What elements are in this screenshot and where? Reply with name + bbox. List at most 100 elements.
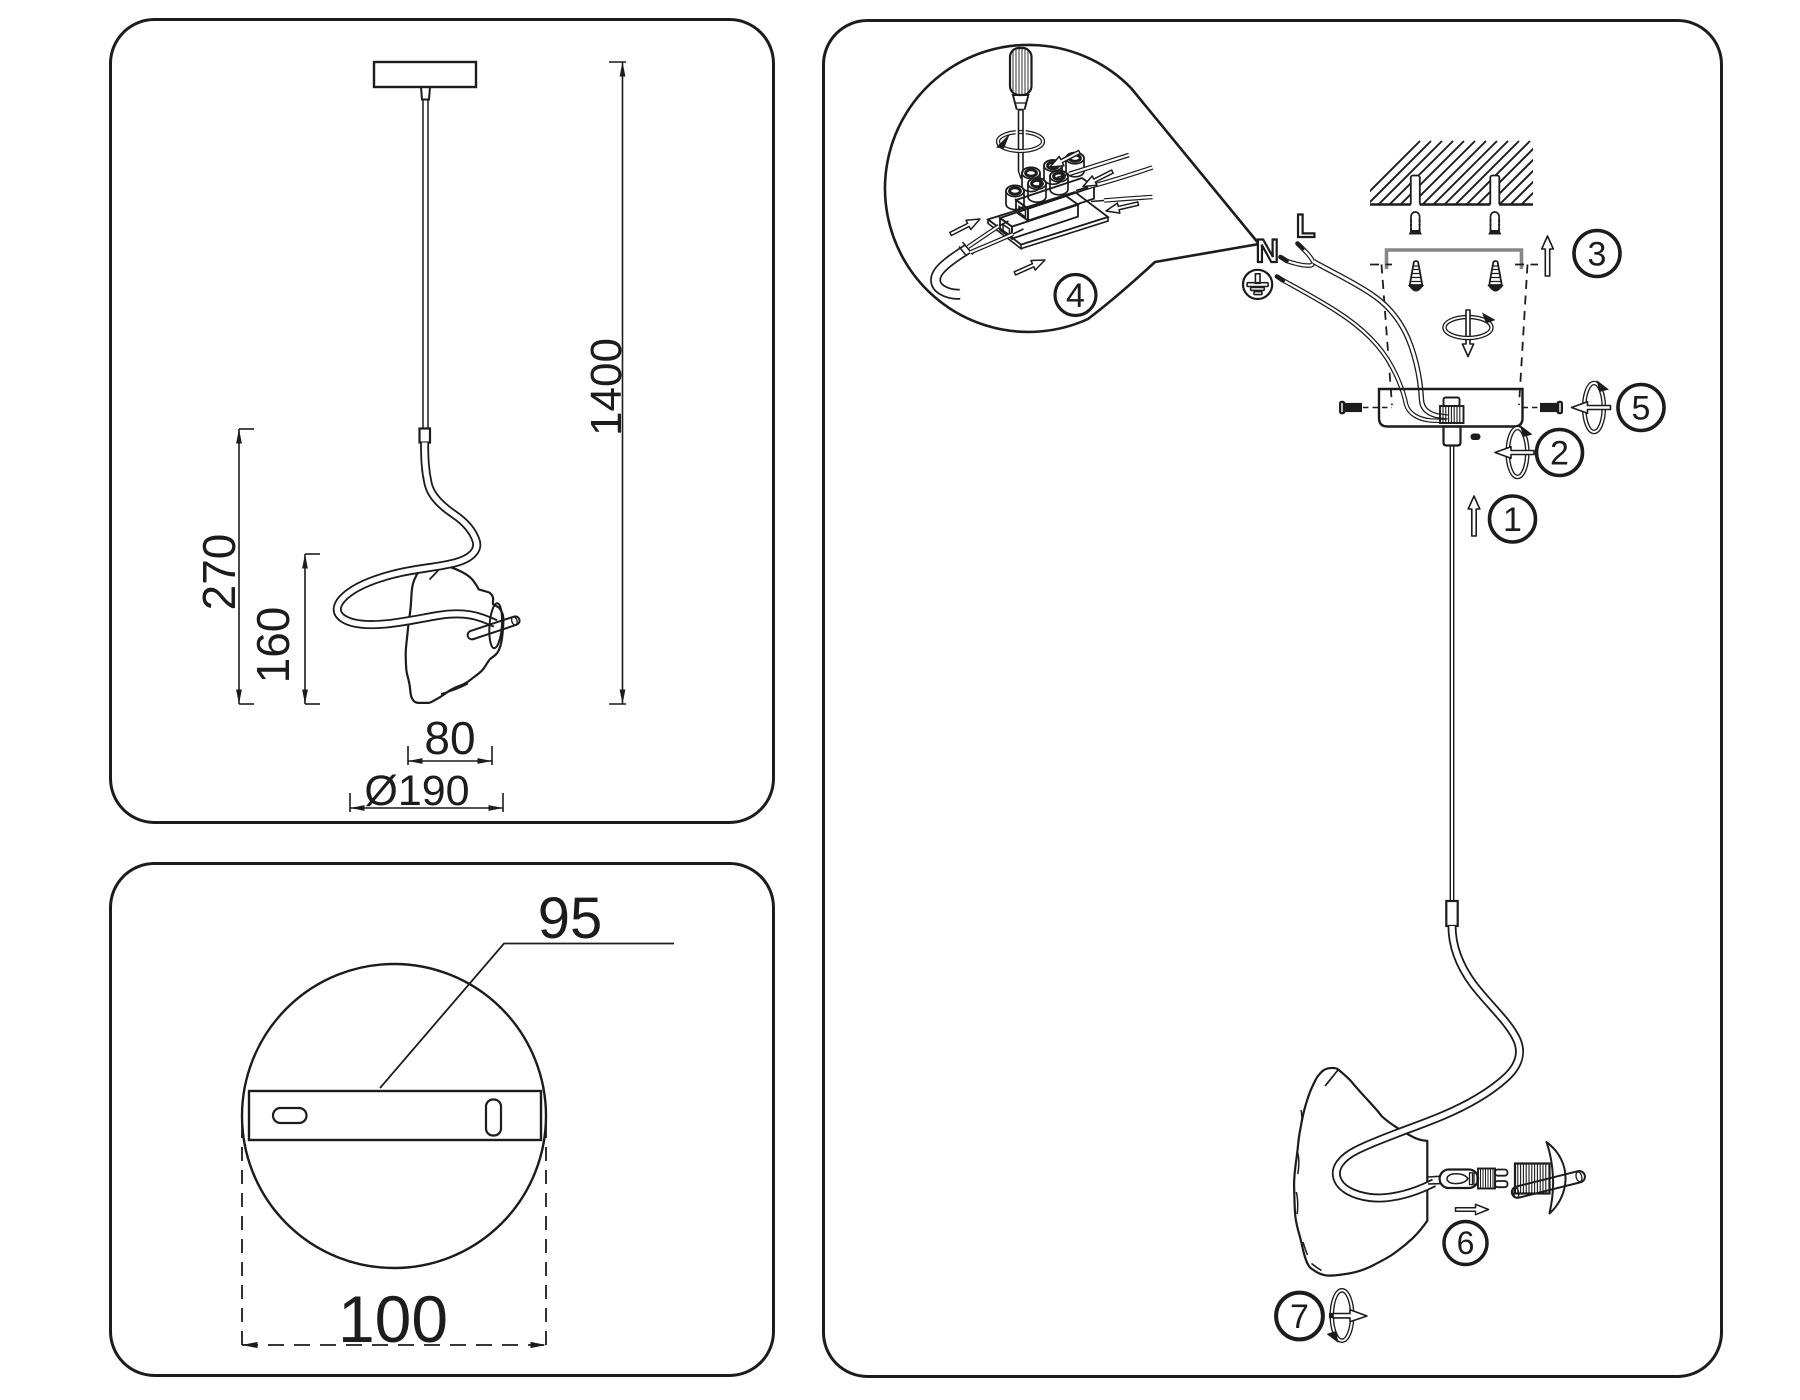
terminal-screws-front-row [1005, 169, 1069, 211]
dimension-hole-spacing: 100 [241, 1124, 547, 1356]
step-3-number: 3 [1588, 236, 1607, 274]
step-6-arrow-right [1454, 1203, 1490, 1216]
step-6-number: 6 [1457, 1225, 1475, 1261]
dimension-overall-height-label: 1400 [582, 338, 631, 436]
wire-insert-arrow-4 [947, 213, 984, 240]
wall-anchor-left [1407, 211, 1423, 236]
set-screw [1470, 433, 1481, 440]
cord-grip [1439, 405, 1465, 424]
dimension-shade-top-width-label: 80 [424, 712, 475, 764]
cable-sleeve [1445, 899, 1459, 928]
install-spiral-tube [1331, 925, 1524, 1203]
panel-install-border [822, 19, 1723, 1378]
plate-slot-right [484, 1098, 503, 1137]
suspension-cable [1449, 445, 1455, 901]
dimension-shade-top-width: 80 [407, 712, 493, 765]
bracket-screw-left [1406, 260, 1426, 293]
wire-tip-live [1295, 241, 1305, 251]
suspension-rod [422, 98, 429, 430]
dimension-shade-diameter-label: Ø190 [364, 767, 469, 815]
ground-symbol-icon [1241, 268, 1274, 301]
bracket-screw-right [1486, 260, 1505, 293]
panel-installation-steps: 3 [822, 19, 1723, 1378]
panel-canopy-border [109, 862, 775, 1377]
step-2-rotate-icon [1495, 425, 1534, 477]
step-1-badge: 1 [1487, 494, 1538, 544]
dimension-shade-height-label: 160 [247, 607, 299, 684]
canopy-circle [240, 962, 548, 1270]
wire-insert-arrow-5 [1011, 254, 1048, 279]
screwdriver-rotate-icon [995, 109, 1046, 180]
wire-tip-earth [1274, 274, 1286, 283]
drill-hole-left [1409, 174, 1421, 205]
canopy-side-screw-left [1338, 400, 1363, 415]
install-canopy [1377, 387, 1524, 447]
dimension-fixture-height: 270 [193, 428, 254, 705]
socket-cross-rod [1510, 1170, 1586, 1199]
step-4-badge: 4 [1053, 272, 1098, 318]
dimension-shade-height: 160 [247, 553, 320, 705]
rock-shade [404, 563, 505, 704]
wiring-detail-bubble: 4 [883, 43, 1261, 334]
step-1-arrow-up [1467, 495, 1481, 537]
step-1-number: 1 [1503, 501, 1522, 539]
ceiling-hatching [1370, 140, 1533, 204]
dimension-plate-length-label: 95 [538, 886, 603, 951]
canopy-stem [419, 86, 432, 101]
wire-live-label: L [1296, 208, 1316, 244]
fixture-cable [930, 220, 1024, 300]
cord-grip-nut [1442, 396, 1461, 407]
rock-crease-bottom [440, 682, 469, 695]
panel-dimension-drawing: 1400 270 160 80 [109, 18, 775, 824]
wall-anchor-right [1487, 211, 1503, 236]
screwdriver [1008, 46, 1033, 111]
step-3-arrow-up [1540, 235, 1555, 277]
canopy-side-screw-right [1539, 400, 1564, 415]
step-5-number: 5 [1632, 390, 1651, 428]
ceiling-section [1370, 140, 1533, 236]
rotate-down-arrow [1461, 309, 1475, 358]
step-3-badge: 3 [1572, 228, 1622, 279]
step-5-rotate-icon [1572, 380, 1611, 432]
supply-wires [1274, 241, 1449, 424]
bulb-pin-block [1477, 1167, 1496, 1190]
dimension-overall-height: 1400 [582, 61, 631, 705]
canopy-body [1377, 387, 1524, 428]
step-7-badge: 7 [1274, 1290, 1325, 1342]
wire-tip-neutral [1278, 254, 1289, 263]
leader-line-95 [379, 942, 674, 1089]
step-4-number: 4 [1066, 277, 1085, 315]
dimension-hole-spacing-label: 100 [338, 1282, 448, 1356]
panel-dimension-border [109, 18, 775, 824]
rod-coupler [1442, 425, 1462, 447]
detail-bubble-outline [883, 43, 1261, 334]
mounting-plate [247, 1089, 543, 1142]
socket-glass-disc [1545, 1141, 1567, 1215]
lamp-socket [1513, 1162, 1551, 1195]
step-2-badge: 2 [1534, 427, 1585, 478]
rod-sleeve [418, 427, 432, 444]
install-rock-shade [1292, 1066, 1429, 1277]
step-5-badge: 5 [1616, 382, 1666, 433]
plate-slot-left [271, 1106, 308, 1125]
dimension-shade-diameter: Ø190 [349, 767, 504, 815]
spiral-tube [332, 442, 498, 630]
bulb-filament [1446, 1173, 1469, 1185]
step-2-number: 2 [1550, 435, 1569, 473]
alignment-dashed-lines [1370, 263, 1538, 406]
ceiling-canopy [372, 60, 478, 89]
step-6-badge: 6 [1442, 1219, 1489, 1267]
shade-cross-rod [466, 615, 521, 641]
panel-canopy-bottom-view: 95 100 [109, 862, 775, 1377]
canopy-rotate-icon [1442, 309, 1496, 358]
dimension-fixture-height-label: 270 [193, 534, 245, 611]
drill-hole-right [1489, 174, 1501, 205]
mounting-bracket [1384, 248, 1524, 269]
rock-creases [1295, 1109, 1322, 1272]
bulb-pin-bottom [1494, 1180, 1509, 1189]
bulb-pin-top [1494, 1168, 1509, 1177]
wire-neutral-label: N [1256, 233, 1279, 269]
lamp-socket-assembly [1427, 1141, 1586, 1215]
pendant-side-view [332, 60, 521, 704]
